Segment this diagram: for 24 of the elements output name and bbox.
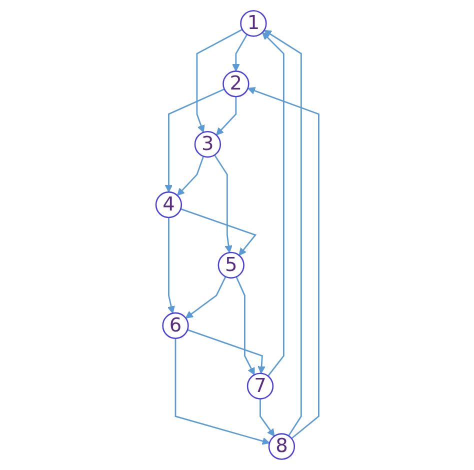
arrow <box>259 398 274 437</box>
arrow <box>235 276 254 376</box>
arrow <box>167 217 175 314</box>
arrow <box>232 34 248 72</box>
arrow <box>214 154 232 253</box>
arrow <box>176 156 204 196</box>
arrow <box>262 32 284 376</box>
arrow <box>247 87 320 440</box>
node-circle: 2 <box>222 70 249 98</box>
arrow <box>180 208 256 256</box>
node-circle: 5 <box>217 252 244 279</box>
arrow <box>186 329 265 374</box>
node-circle: 8 <box>268 433 295 460</box>
node-circle: 3 <box>194 130 221 158</box>
node-circle: 6 <box>162 312 188 339</box>
arrow <box>185 276 226 318</box>
node-circle: 7 <box>246 372 274 400</box>
arrow <box>174 338 270 445</box>
node-circle: 1 <box>240 10 266 37</box>
arrow <box>216 96 236 136</box>
node-circle: 4 <box>155 191 182 218</box>
arrow <box>164 88 224 192</box>
arrow <box>196 28 242 133</box>
arrow <box>263 30 302 436</box>
